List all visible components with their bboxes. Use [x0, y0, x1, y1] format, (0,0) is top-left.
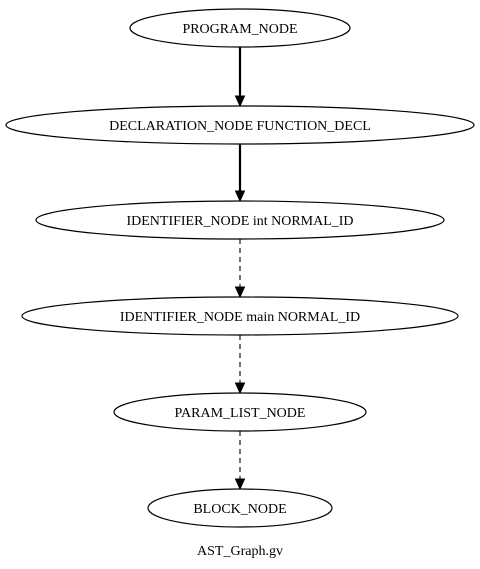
graph-node-n0: PROGRAM_NODE	[129, 8, 351, 48]
graph-node-n1: DECLARATION_NODE FUNCTION_DECL	[5, 105, 475, 145]
graph-node-n4: PARAM_LIST_NODE	[113, 392, 367, 432]
graph-edge-n3-n4	[234, 335, 246, 395]
edges-layer	[234, 47, 246, 491]
graph-edge-n2-n3	[234, 239, 246, 299]
graph-node-n5: BLOCK_NODE	[147, 488, 333, 528]
arrowhead-icon	[234, 190, 246, 203]
graph-edge-n4-n5	[234, 431, 246, 491]
node-label: DECLARATION_NODE FUNCTION_DECL	[109, 119, 371, 134]
node-ellipse	[129, 8, 351, 48]
node-ellipse	[113, 392, 367, 432]
graph-node-n2: IDENTIFIER_NODE int NORMAL_ID	[35, 200, 445, 240]
node-label: IDENTIFIER_NODE int NORMAL_ID	[126, 214, 353, 229]
node-ellipse	[35, 200, 445, 240]
arrowhead-icon	[234, 382, 246, 395]
graph-edge-n1-n2	[234, 144, 246, 203]
node-ellipse	[21, 296, 459, 336]
node-ellipse	[5, 105, 475, 145]
node-label: IDENTIFIER_NODE main NORMAL_ID	[120, 310, 360, 325]
node-label: BLOCK_NODE	[193, 502, 286, 517]
node-label: PARAM_LIST_NODE	[175, 406, 306, 421]
node-label: PROGRAM_NODE	[182, 22, 297, 37]
graph-node-n3: IDENTIFIER_NODE main NORMAL_ID	[21, 296, 459, 336]
arrowhead-icon	[234, 286, 246, 299]
arrowhead-icon	[234, 95, 246, 108]
graph-caption: AST_Graph.gv	[197, 544, 283, 559]
node-ellipse	[147, 488, 333, 528]
arrowhead-icon	[234, 478, 246, 491]
graph-edge-n0-n1	[234, 47, 246, 108]
nodes-layer: PROGRAM_NODE DECLARATION_NODE FUNCTION_DE…	[5, 8, 475, 528]
